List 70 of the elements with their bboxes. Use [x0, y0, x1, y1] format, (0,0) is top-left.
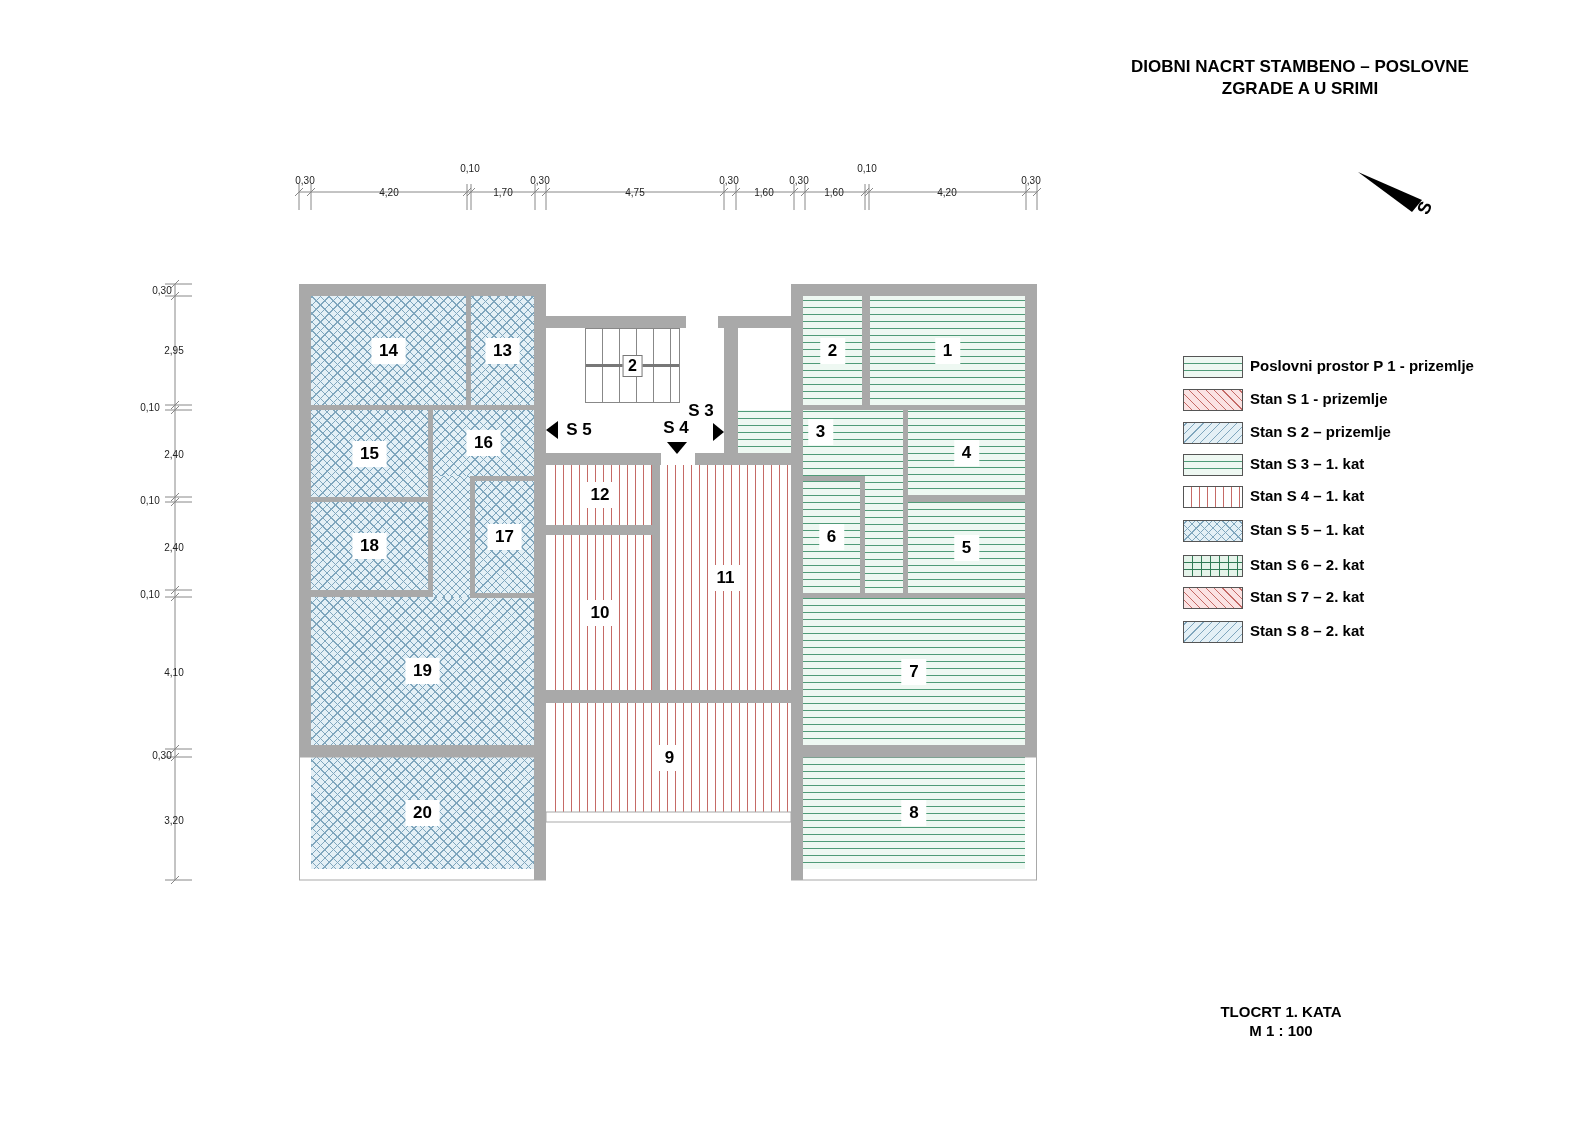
dimension-label: 0,10	[857, 162, 877, 174]
scale-caption: TLOCRT 1. KATA	[1220, 1002, 1342, 1020]
room	[803, 598, 1025, 745]
legend-label: Poslovni prostor P 1 - prizemlje	[1250, 357, 1474, 374]
legend-label: Stan S 2 – prizemlje	[1250, 423, 1391, 440]
dimension-label: 2,40	[164, 541, 184, 553]
staircase	[585, 328, 680, 403]
room	[908, 502, 1025, 593]
room-number: 2	[622, 354, 643, 377]
room-number: 15	[352, 440, 387, 467]
room	[738, 410, 903, 453]
dimension-label: 3,20	[164, 814, 184, 826]
room-number: 16	[466, 430, 501, 456]
room-number: 8	[901, 800, 927, 826]
dimension-label: 0,30	[719, 174, 739, 186]
room	[870, 296, 1025, 405]
dimension-label: 0,30	[1021, 174, 1041, 186]
dimension-label: 4,20	[937, 186, 957, 198]
room-number: 18	[352, 533, 387, 559]
dimension-label: 2,95	[164, 344, 184, 356]
dimension-label: 0,10	[140, 494, 160, 506]
room	[803, 296, 862, 405]
room	[475, 481, 534, 593]
room	[311, 597, 534, 745]
room-number: 17	[487, 524, 522, 550]
dimension-label: 0,30	[295, 174, 315, 186]
title: DIOBNI NACRT STAMBENO – POSLOVNE ZGRADE A U SRIMI	[1130, 56, 1470, 100]
room-number: 7	[901, 658, 927, 685]
room-number: 14	[371, 337, 406, 364]
dimension-label: 0,10	[460, 162, 480, 174]
dimension-label: 0,30	[789, 174, 809, 186]
dimension-label: 2,40	[164, 448, 184, 460]
room-number: 4	[953, 439, 980, 466]
room	[433, 410, 534, 476]
room-number: 13	[485, 337, 520, 364]
dimension-label: 4,20	[379, 186, 399, 198]
legend-label: Stan S 7 – 2. kat	[1250, 588, 1365, 605]
legend-label: Stan S 3 – 1. kat	[1250, 455, 1365, 472]
room	[803, 481, 860, 593]
dimension-label: 0,10	[140, 588, 160, 600]
scale-caption: M 1 : 100	[1249, 1021, 1313, 1039]
room-number: 1	[934, 337, 961, 364]
room	[311, 410, 428, 497]
room-number: 20	[405, 800, 440, 826]
room	[908, 410, 1025, 495]
dimension-label: 4,75	[625, 186, 645, 198]
room	[311, 296, 466, 405]
dimension-label: 1,60	[824, 186, 844, 198]
legend-label: Stan S 8 – 2. kat	[1250, 622, 1365, 639]
room-number: 6	[818, 524, 845, 550]
dimension-label: 4,10	[164, 666, 184, 678]
legend-label: Stan S 1 - prizemlje	[1250, 390, 1388, 407]
legend-label: Stan S 6 – 2. kat	[1250, 556, 1365, 573]
legend-label: Stan S 4 – 1. kat	[1250, 487, 1365, 504]
room	[311, 502, 428, 590]
room-number: 2	[819, 337, 846, 364]
room-number: 5	[953, 534, 980, 561]
dimension-label: 1,70	[493, 186, 513, 198]
room	[311, 757, 534, 869]
room-number: 3	[807, 418, 834, 445]
north-arrow-label: S	[1412, 198, 1438, 218]
dimension-label: 0,30	[152, 284, 172, 296]
dimension-label: 0,30	[530, 174, 550, 186]
room-number: 19	[405, 658, 440, 684]
dimension-label: 0,30	[152, 749, 172, 761]
room	[803, 757, 1025, 869]
legend-label: Stan S 5 – 1. kat	[1250, 521, 1365, 538]
dimension-label: 0,10	[140, 401, 160, 413]
room	[471, 296, 534, 405]
dimension-label: 1,60	[754, 186, 774, 198]
